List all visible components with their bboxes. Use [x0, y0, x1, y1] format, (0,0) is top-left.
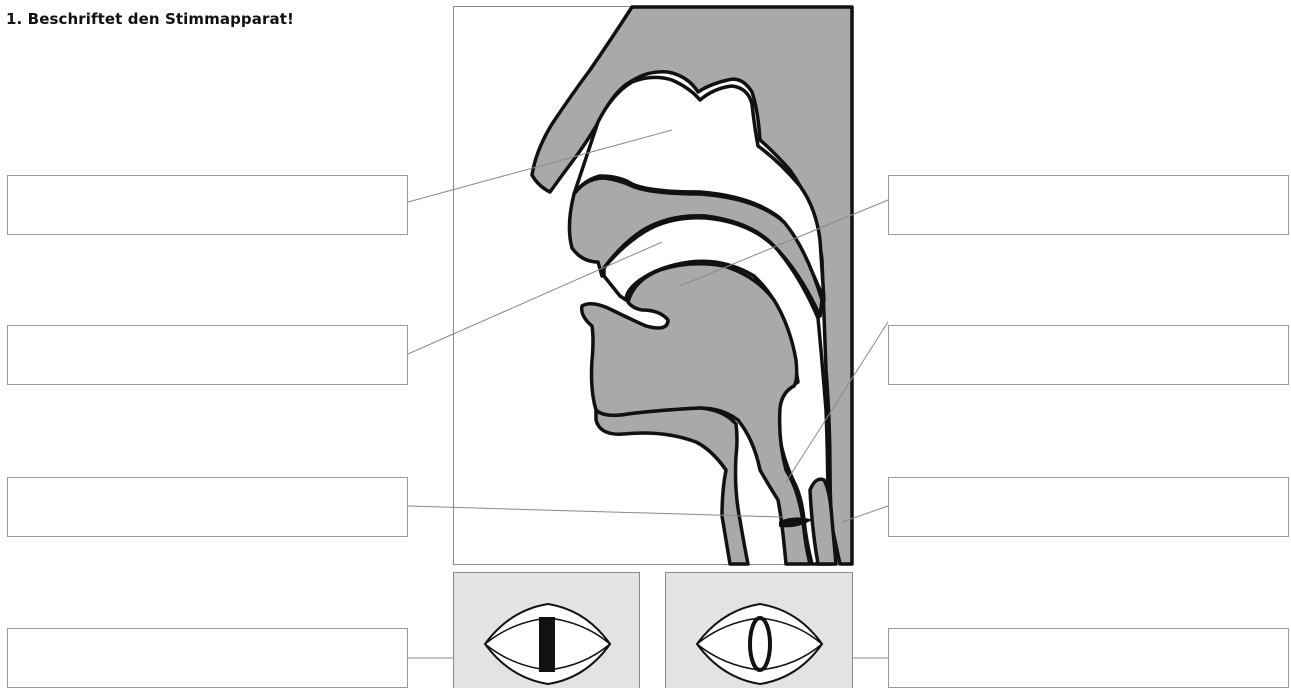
glottis-open-icon	[454, 573, 640, 688]
glottis-closed-icon	[666, 573, 853, 688]
